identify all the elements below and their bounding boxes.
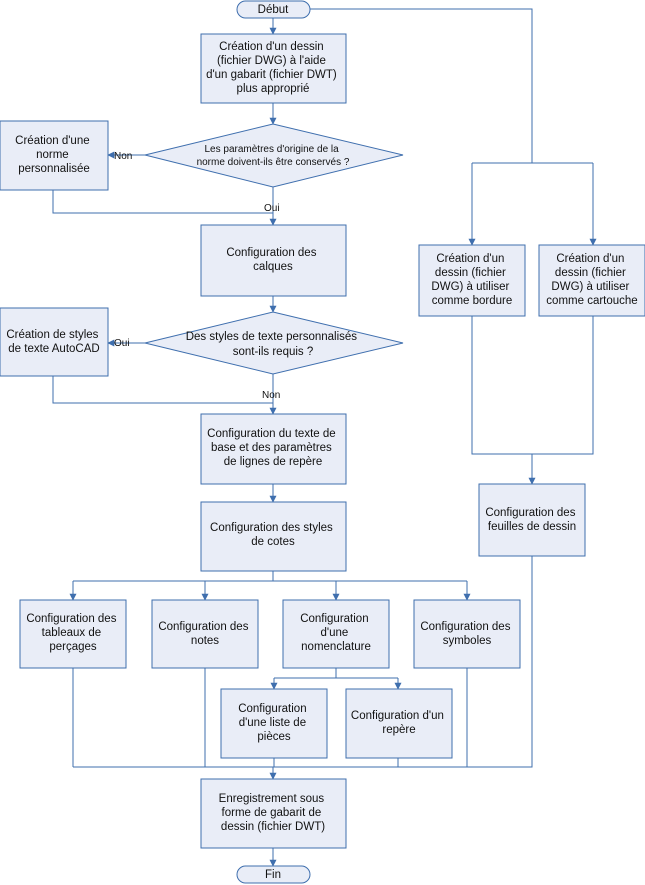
box-layers: Configuration des calques (200, 224, 347, 297)
decision-keep-origin-params-label: Les paramètres d'origine de la norme doi… (197, 144, 350, 168)
svg-text:Configuration des calque: Configuration des calques (226, 247, 319, 273)
box-parts-list: Configuration d'une liste de pièces (220, 688, 328, 759)
decision-custom-text-styles-label: Des styles de texte personnalisés sont-i… (186, 331, 361, 358)
box-symbols: Configuration des symboles (413, 599, 521, 669)
svg-text:Création d'un dessin (fi: Création d'un dessin (fichier DWG) à uti… (546, 253, 637, 307)
end-terminal: Fin (236, 865, 311, 884)
box-text-styles: Création de styles de texte AutoCAD (0, 307, 109, 377)
svg-text:Création d'une norme: Création d'une norme personnalisée (15, 135, 93, 175)
box-border-dwg: Création d'un dessin (fichier DWG) à uti… (418, 244, 526, 317)
decision-custom-text-styles: Des styles de texte personnalisés sont-i… (144, 311, 404, 375)
edge-labels: Non Oui Oui Non (114, 151, 280, 401)
edge-text-rejoin (52, 376, 273, 404)
edge-right-merge (471, 316, 594, 455)
box-dim-styles: Configuration des styles de cotes (200, 501, 347, 572)
box-save-template: Enregistrement sous forme de gabarit de … (200, 778, 347, 849)
connectors (52, 8, 597, 867)
box-notes: Configuration des notes (151, 599, 259, 669)
edge-start-to-right (310, 8, 533, 163)
box-sheets: Configuration des feuilles de dessin (478, 483, 586, 557)
svg-text:Configuration des feuill: Configuration des feuilles de dessin (485, 507, 578, 533)
svg-text:Création de styles de te: Création de styles de texte AutoCAD (6, 329, 101, 355)
box-base-text: Configuration du texte de base et des pa… (200, 413, 347, 485)
start-label: Début (258, 4, 289, 16)
box-title-block-dwg: Création d'un dessin (fichier DWG) à uti… (538, 244, 645, 317)
edge-label-keep-no: Non (114, 151, 132, 162)
svg-text:Configuration d'un repèr: Configuration d'un repère (351, 710, 447, 736)
svg-text:Configuration d'une: Configuration d'une nomenclature (300, 613, 372, 653)
box-custom-standard: Création d'une norme personnalisée (0, 120, 109, 191)
box-bom: Configuration d'une nomenclature (282, 599, 390, 669)
decision-keep-origin-params: Les paramètres d'origine de la norme doi… (144, 123, 404, 188)
start-terminal: Début (236, 0, 311, 19)
svg-text:Création d'un dessin (fi: Création d'un dessin (fichier DWG) à uti… (431, 253, 512, 307)
box-hole-tables: Configuration des tableaux de perçages (19, 599, 127, 669)
edge-label-text-no: Non (262, 390, 280, 401)
svg-text:Configuration du texte de: Configuration du texte de base et des pa… (207, 428, 339, 468)
svg-text:Configuration d'une list: Configuration d'une liste de pièces (238, 703, 310, 743)
edge-label-text-yes: Oui (114, 338, 130, 349)
edge-custom-rejoin (52, 190, 273, 214)
box-balloon: Configuration d'un repère (345, 688, 453, 759)
box-create-dwg-from-template: Création d'un dessin (fichier DWG) à l'a… (200, 33, 347, 104)
edge-label-keep-yes: Oui (264, 203, 280, 214)
svg-text:Création d'un dessin (fi: Création d'un dessin (fichier DWG) à l'a… (206, 41, 340, 95)
svg-text:Configuration des notes: Configuration des notes (158, 621, 251, 647)
svg-text:Enregistrement sous form: Enregistrement sous forme de gabarit de … (219, 793, 328, 833)
svg-text:Configuration des styles: Configuration des styles de cotes (210, 522, 336, 548)
svg-text:Configuration des symbol: Configuration des symboles (420, 621, 513, 647)
svg-text:Configuration des tablea: Configuration des tableaux de perçages (26, 613, 119, 653)
end-label: Fin (265, 869, 281, 881)
